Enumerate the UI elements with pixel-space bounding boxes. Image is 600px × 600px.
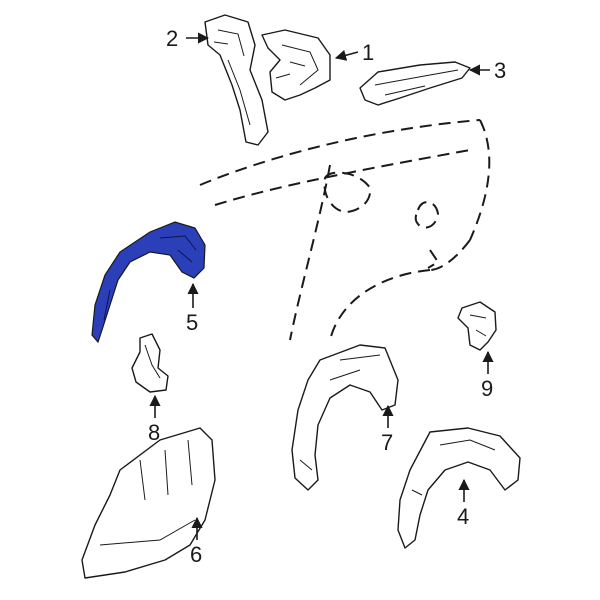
quarter-panel-outline xyxy=(199,119,491,341)
leader-arrows xyxy=(149,32,494,540)
part-5-wheelhouse-liner-highlighted[interactable] xyxy=(91,221,206,344)
part-8-bracket[interactable] xyxy=(131,333,169,393)
callout-6: 6 xyxy=(190,542,202,567)
part-9-bracket[interactable] xyxy=(457,301,497,351)
part-2-pillar[interactable] xyxy=(204,14,269,146)
callout-2: 2 xyxy=(166,26,178,51)
part-6-liner[interactable] xyxy=(81,427,216,579)
part-3-brace[interactable] xyxy=(359,61,471,106)
callout-8: 8 xyxy=(148,420,160,445)
part-7-liner[interactable] xyxy=(291,344,399,491)
part-4-liner[interactable] xyxy=(397,427,521,549)
callout-5: 5 xyxy=(186,310,198,335)
part-1-bracket[interactable] xyxy=(261,29,331,101)
callout-4: 4 xyxy=(457,504,469,529)
callout-1: 1 xyxy=(362,40,374,65)
callout-7: 7 xyxy=(381,430,393,455)
callout-3: 3 xyxy=(494,58,506,83)
callout-labels: 1 2 3 4 5 6 7 8 9 xyxy=(148,26,506,567)
callout-9: 9 xyxy=(481,376,493,401)
